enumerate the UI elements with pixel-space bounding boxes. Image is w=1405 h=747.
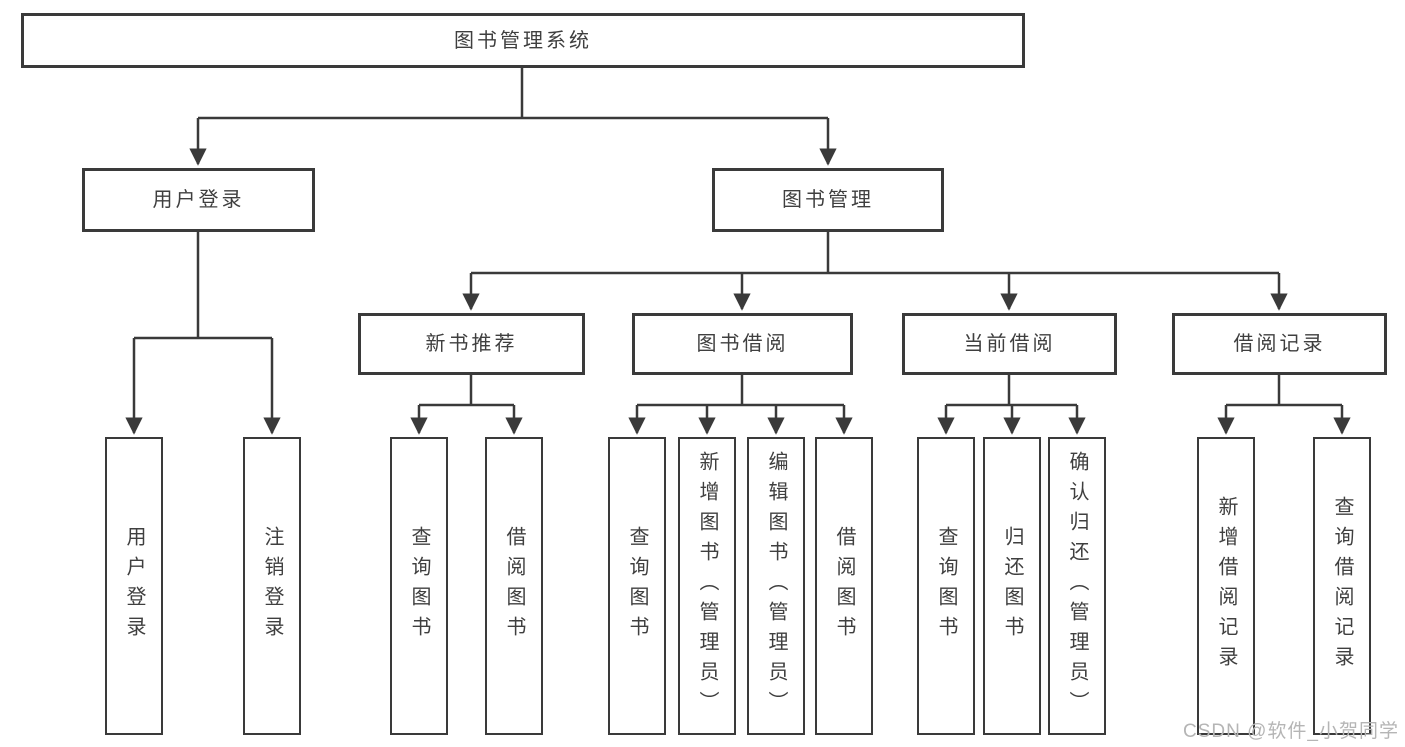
node-book-management: 图书管理 [712,168,944,232]
leaf-label: 借阅图书 [833,526,855,646]
leaf-label: 新增借阅记录 [1215,496,1237,676]
connector-mgmt-to-l3 [471,232,1279,275]
connector-login-to-leaves [134,232,272,340]
leaf-edit-books-admin: 编辑图书（管理员） [747,437,805,735]
leaf-label: 查询图书 [408,526,430,646]
leaf-logout: 注销登录 [243,437,301,735]
leaf-label: 查询图书 [935,526,957,646]
connector-root-to-l2 [198,68,828,120]
leaf-user-login: 用户登录 [105,437,163,735]
leaf-add-books-admin: 新增图书（管理员） [678,437,736,735]
leaf-label: 新增图书（管理员） [696,451,718,721]
node-borrow-records: 借阅记录 [1172,313,1387,375]
node-label: 图书借阅 [696,333,789,355]
leaf-label: 确认归还（管理员） [1066,451,1088,721]
leaf-borrow-books: 借阅图书 [815,437,873,735]
node-label: 图书管理系统 [454,29,592,52]
leaf-add-borrow-record: 新增借阅记录 [1197,437,1255,735]
leaf-label: 编辑图书（管理员） [765,451,787,721]
leaf-return-books: 归还图书 [983,437,1041,735]
node-book-borrow: 图书借阅 [632,313,853,375]
node-label: 新书推荐 [425,333,518,355]
leaf-borrow-query-books: 查询图书 [608,437,666,735]
node-user-login: 用户登录 [82,168,315,232]
leaf-confirm-return-admin: 确认归还（管理员） [1048,437,1106,735]
node-library-management-system: 图书管理系统 [21,13,1025,68]
connector-records-to-leaves [1226,375,1342,407]
leaf-recommend-query-books: 查询图书 [390,437,448,735]
node-new-book-recommend: 新书推荐 [358,313,585,375]
leaf-label: 借阅图书 [503,526,525,646]
leaf-label: 用户登录 [123,526,145,646]
node-label: 用户登录 [152,189,245,211]
leaf-label: 归还图书 [1001,526,1023,646]
node-label: 借阅记录 [1233,333,1326,355]
leaf-label: 查询图书 [626,526,648,646]
connector-current-to-leaves [946,375,1077,407]
leaf-current-query-books: 查询图书 [917,437,975,735]
node-current-borrow: 当前借阅 [902,313,1117,375]
connector-recommend-to-leaves [419,375,514,407]
leaf-label: 注销登录 [261,526,283,646]
leaf-query-borrow-record: 查询借阅记录 [1313,437,1371,735]
csdn-watermark: CSDN @软件_小贺同学 [1183,721,1399,742]
connector-borrow-to-leaves [637,375,844,407]
leaf-label: 查询借阅记录 [1331,496,1353,676]
node-label: 当前借阅 [963,333,1056,355]
node-label: 图书管理 [782,189,874,211]
leaf-recommend-borrow-books: 借阅图书 [485,437,543,735]
